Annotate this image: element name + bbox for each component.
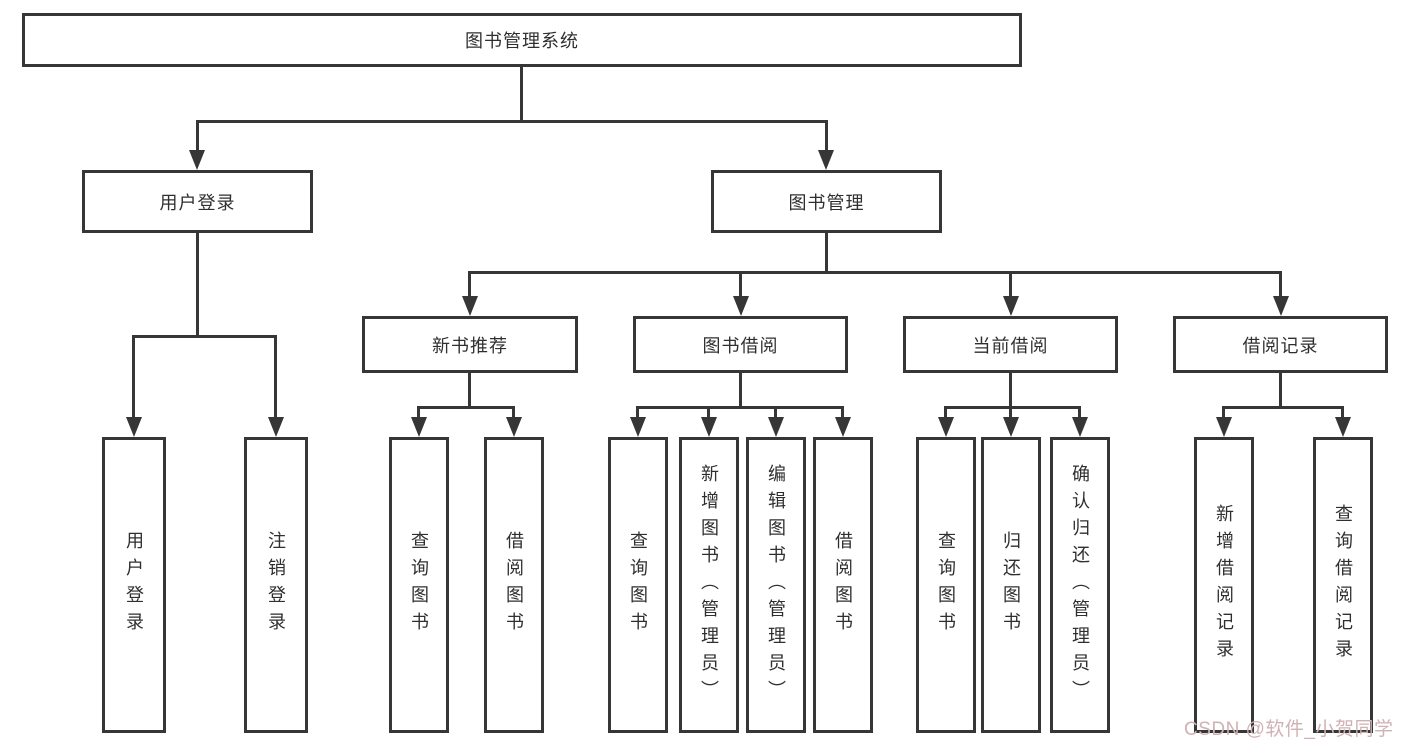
leaf-borrow-books: 借阅图书 (813, 437, 873, 733)
arrow-down (768, 417, 784, 437)
connector (774, 406, 777, 422)
connector (196, 120, 828, 123)
connector (825, 120, 828, 154)
node-current-borrow-label: 当前借阅 (972, 335, 1049, 356)
arrow-down (462, 296, 478, 316)
connector (944, 406, 947, 422)
connector (1009, 271, 1012, 299)
arrow-down (1003, 296, 1019, 316)
leaf-query-books-current: 查询图书 (916, 437, 976, 733)
arrow-down (126, 417, 142, 437)
leaf-user-login: 用户登录 (102, 437, 166, 733)
connector (274, 335, 277, 420)
leaf-add-books-admin-label: 新增图书（管理员） (699, 463, 719, 707)
leaf-query-borrow-record: 查询借阅记录 (1313, 437, 1373, 733)
connector (944, 406, 1081, 409)
connector (132, 335, 277, 338)
arrow-down (630, 417, 646, 437)
arrow-down (1335, 417, 1351, 437)
connector (636, 406, 844, 409)
node-new-book-recommend-label: 新书推荐 (432, 335, 508, 356)
connector (1009, 406, 1012, 422)
leaf-return-books-label: 归还图书 (1001, 531, 1021, 639)
connector (468, 271, 471, 299)
node-book-borrow: 图书借阅 (633, 316, 848, 373)
connector (841, 406, 844, 422)
connector (417, 406, 515, 409)
arrow-down (1216, 417, 1232, 437)
connector (707, 406, 710, 422)
arrow-down (1273, 296, 1289, 316)
leaf-add-books-admin: 新增图书（管理员） (679, 437, 739, 733)
node-book-management-label: 图书管理 (788, 192, 865, 213)
node-current-borrow: 当前借阅 (903, 316, 1118, 373)
leaf-user-login-label: 用户登录 (124, 531, 144, 639)
connector (468, 271, 1282, 274)
csdn-watermark: CSDN @软件_小贺同学 (1184, 719, 1394, 740)
node-book-management: 图书管理 (711, 170, 942, 233)
leaf-query-books-recommend-label: 查询图书 (409, 531, 429, 639)
connector (468, 372, 471, 409)
arrow-down (938, 417, 954, 437)
node-book-borrow-label: 图书借阅 (702, 335, 779, 356)
connector (520, 67, 523, 123)
connector (1009, 372, 1012, 409)
leaf-edit-books-admin-label: 编辑图书（管理员） (766, 463, 786, 707)
arrow-down (1003, 417, 1019, 437)
connector (417, 406, 420, 422)
connector (1341, 406, 1344, 422)
leaf-query-books-recommend: 查询图书 (389, 437, 449, 733)
leaf-borrow-books-label: 借阅图书 (833, 531, 853, 639)
arrow-down (268, 417, 284, 437)
connector (1279, 271, 1282, 299)
leaf-query-books-borrow-label: 查询图书 (628, 531, 648, 639)
leaf-borrow-books-recommend-label: 借阅图书 (504, 531, 524, 639)
leaf-logout-label: 注销登录 (266, 531, 286, 639)
leaf-borrow-books-recommend: 借阅图书 (484, 437, 544, 733)
connector (196, 233, 199, 338)
connector (1078, 406, 1081, 422)
connector (1222, 406, 1344, 409)
connector (636, 406, 639, 422)
leaf-return-books: 归还图书 (981, 437, 1041, 733)
node-new-book-recommend: 新书推荐 (362, 316, 578, 373)
arrow-down (835, 417, 851, 437)
arrow-down (733, 296, 749, 316)
arrow-down (411, 417, 427, 437)
connector (132, 335, 135, 420)
connector (1222, 406, 1225, 422)
leaf-add-borrow-record-label: 新增借阅记录 (1214, 504, 1234, 666)
arrow-down (506, 417, 522, 437)
node-user-login: 用户登录 (82, 170, 313, 233)
arrow-down (189, 150, 205, 170)
connector (1279, 372, 1282, 409)
node-borrow-records-label: 借阅记录 (1242, 335, 1319, 356)
leaf-confirm-return-admin: 确认归还（管理员） (1050, 437, 1110, 733)
connector (739, 271, 742, 299)
connector (512, 406, 515, 422)
root-node-label: 图书管理系统 (465, 31, 579, 51)
root-node-library-system: 图书管理系统 (22, 13, 1022, 67)
connector (739, 372, 742, 409)
leaf-query-books-borrow: 查询图书 (608, 437, 668, 733)
leaf-add-borrow-record: 新增借阅记录 (1194, 437, 1254, 733)
connector (825, 233, 828, 274)
leaf-logout: 注销登录 (244, 437, 308, 733)
node-user-login-label: 用户登录 (159, 192, 236, 213)
connector (196, 120, 199, 154)
leaf-edit-books-admin: 编辑图书（管理员） (746, 437, 806, 733)
arrow-down (1072, 417, 1088, 437)
leaf-query-borrow-record-label: 查询借阅记录 (1333, 504, 1353, 666)
arrow-down (701, 417, 717, 437)
leaf-query-books-current-label: 查询图书 (936, 531, 956, 639)
node-borrow-records: 借阅记录 (1173, 316, 1388, 373)
arrow-down (818, 150, 834, 170)
leaf-confirm-return-admin-label: 确认归还（管理员） (1070, 463, 1090, 707)
